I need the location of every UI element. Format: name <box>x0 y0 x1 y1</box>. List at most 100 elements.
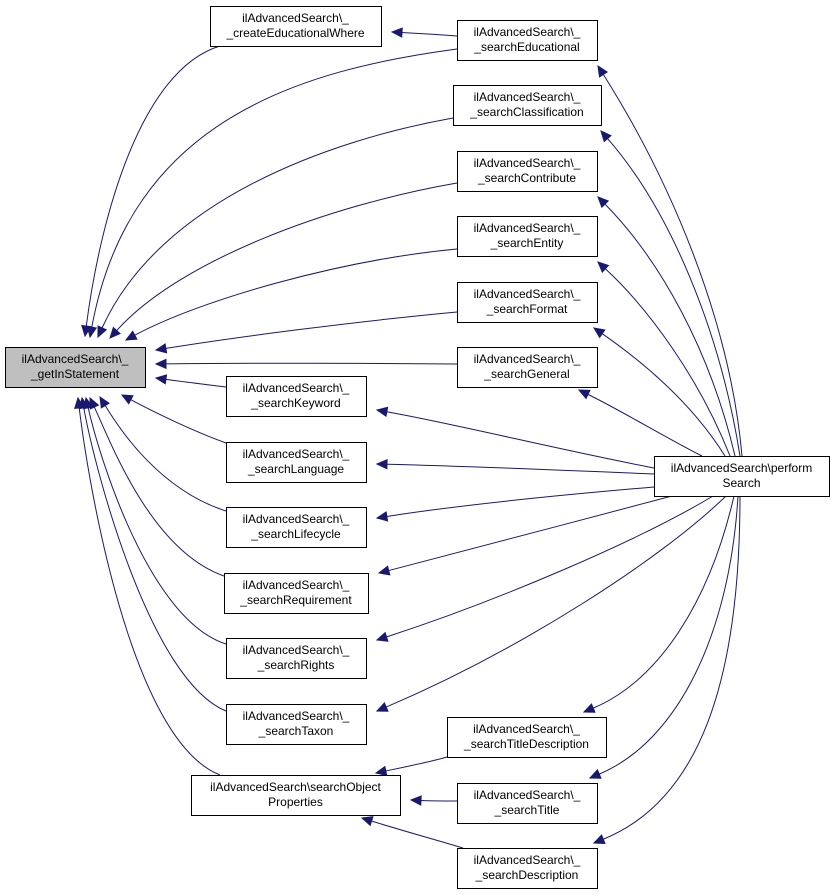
edge-performSearch-to-searchDescription <box>592 495 741 844</box>
arrowhead-icon <box>74 396 85 410</box>
arrowhead-icon <box>86 325 98 339</box>
arrowhead-icon <box>109 326 121 339</box>
edge-searchEntity-to-getInStatement <box>124 248 458 341</box>
node-box <box>224 573 369 614</box>
arrowhead-icon <box>375 406 389 418</box>
node-createEducationalWhere[interactable]: ilAdvancedSearch\__createEducationalWher… <box>210 6 382 47</box>
arrowhead-icon <box>97 325 108 339</box>
edge-performSearch-to-searchGeneral <box>577 389 703 457</box>
node-label-line: _searchLanguage <box>247 462 344 476</box>
node-label-line: _searchContribute <box>477 171 576 185</box>
edge-line <box>116 182 458 331</box>
node-label-line: _getInStatement <box>30 367 120 381</box>
node-searchTitleDescription[interactable]: ilAdvancedSearch\__searchTitleDescriptio… <box>447 717 607 758</box>
node-label-line: ilAdvancedSearch\_ <box>474 25 581 39</box>
arrowhead-icon <box>600 130 612 143</box>
edge-searchRequirement-to-getInStatement <box>89 396 225 577</box>
edges-layer <box>74 27 743 849</box>
edge-line <box>87 407 227 645</box>
edge-line <box>93 406 225 577</box>
node-box <box>457 282 598 323</box>
nodes-layer: ilAdvancedSearch\__getInStatementilAdvan… <box>5 6 830 889</box>
edge-createEducationalWhere-to-getInStatement <box>81 45 221 338</box>
edge-performSearch-to-searchFormat <box>592 327 726 457</box>
edge-line <box>130 399 227 444</box>
edge-line <box>603 495 741 840</box>
arrowhead-icon <box>154 343 168 354</box>
edge-performSearch-to-searchContribute <box>597 196 736 457</box>
edge-line <box>386 495 727 708</box>
node-label-line: ilAdvancedSearch\_ <box>22 352 129 366</box>
node-searchKeyword[interactable]: ilAdvancedSearch\__searchKeyword <box>226 376 367 417</box>
node-box <box>457 848 598 889</box>
node-searchEducational[interactable]: ilAdvancedSearch\__searchEducational <box>457 20 598 61</box>
edge-searchTaxon-to-getInStatement <box>78 396 227 712</box>
edge-searchDescription-to-searchObjectProperties <box>360 816 464 849</box>
edge-line <box>85 45 221 327</box>
node-searchTitle[interactable]: ilAdvancedSearch\__searchTitle <box>457 783 598 824</box>
node-box <box>226 376 367 417</box>
node-label-line: _searchFormat <box>486 302 568 316</box>
node-box <box>226 507 367 548</box>
edge-performSearch-to-searchLanguage <box>375 458 655 475</box>
edge-line <box>78 407 221 776</box>
node-searchDescription[interactable]: ilAdvancedSearch\__searchDescription <box>457 848 598 889</box>
node-label-line: ilAdvancedSearch\_ <box>243 381 350 395</box>
edge-performSearch-to-searchRights <box>375 495 714 642</box>
edge-performSearch-to-searchClassification <box>600 130 741 457</box>
edge-performSearch-to-searchTitleDescription <box>582 495 735 713</box>
node-label-line: _createEducationalWhere <box>225 26 364 40</box>
node-searchTaxon[interactable]: ilAdvancedSearch\__searchTaxon <box>226 704 367 745</box>
edge-line <box>91 48 458 328</box>
edge-performSearch-to-searchTitle <box>588 495 739 779</box>
node-searchLanguage[interactable]: ilAdvancedSearch\__searchLanguage <box>226 442 367 483</box>
node-searchRights[interactable]: ilAdvancedSearch\__searchRights <box>226 638 367 679</box>
node-label-line: ilAdvancedSearch\searchObject <box>210 780 381 794</box>
edge-searchKeyword-to-getInStatement <box>154 374 227 388</box>
edge-line <box>607 138 741 457</box>
node-searchLifecycle[interactable]: ilAdvancedSearch\__searchLifecycle <box>226 507 367 548</box>
arrowhead-icon <box>375 631 389 642</box>
arrowhead-icon <box>588 769 602 779</box>
edge-line <box>165 378 227 388</box>
node-label-line: ilAdvancedSearch\_ <box>474 90 581 104</box>
node-searchEntity[interactable]: ilAdvancedSearch\__searchEntity <box>457 216 598 257</box>
node-label-line: _searchTitleDescription <box>463 737 589 751</box>
arrowhead-icon <box>375 511 389 522</box>
edge-performSearch-to-searchRequirement <box>377 495 673 576</box>
edge-searchLifecycle-to-getInStatement <box>99 395 227 512</box>
edge-searchContribute-to-getInStatement <box>109 182 458 339</box>
edge-line <box>104 405 227 512</box>
edge-line <box>371 820 464 849</box>
node-box <box>447 717 607 758</box>
edge-searchFormat-to-getInStatement <box>154 311 458 354</box>
arrowhead-icon <box>597 261 610 273</box>
node-label-line: Properties <box>268 795 323 809</box>
edge-line <box>601 333 726 457</box>
node-searchRequirement[interactable]: ilAdvancedSearch\__searchRequirement <box>224 573 369 614</box>
edge-performSearch-to-searchLifecycle <box>375 486 655 522</box>
node-box <box>226 704 367 745</box>
arrowhead-icon <box>409 795 422 806</box>
node-box <box>226 638 367 679</box>
arrowhead-icon <box>120 394 134 405</box>
edge-line <box>386 463 655 475</box>
node-label-line: _searchLifecycle <box>250 527 341 541</box>
node-box <box>453 85 602 126</box>
node-searchContribute[interactable]: ilAdvancedSearch\__searchContribute <box>457 151 598 192</box>
node-label-line: ilAdvancedSearch\_ <box>243 578 350 592</box>
node-searchClassification[interactable]: ilAdvancedSearch\__searchClassification <box>453 85 602 126</box>
node-label-line: _searchRights <box>257 658 335 672</box>
node-label-line: ilAdvancedSearch\_ <box>473 722 580 736</box>
edge-searchLanguage-to-getInStatement <box>120 394 227 444</box>
node-box <box>5 347 146 388</box>
node-searchFormat[interactable]: ilAdvancedSearch\__searchFormat <box>457 282 598 323</box>
node-searchGeneral[interactable]: ilAdvancedSearch\__searchGeneral <box>457 347 598 388</box>
node-label-line: ilAdvancedSearch\_ <box>243 643 350 657</box>
arrowhead-icon <box>154 358 167 370</box>
edge-line <box>593 495 735 709</box>
node-label-line: _searchEntity <box>490 236 564 250</box>
edge-line <box>165 362 458 365</box>
